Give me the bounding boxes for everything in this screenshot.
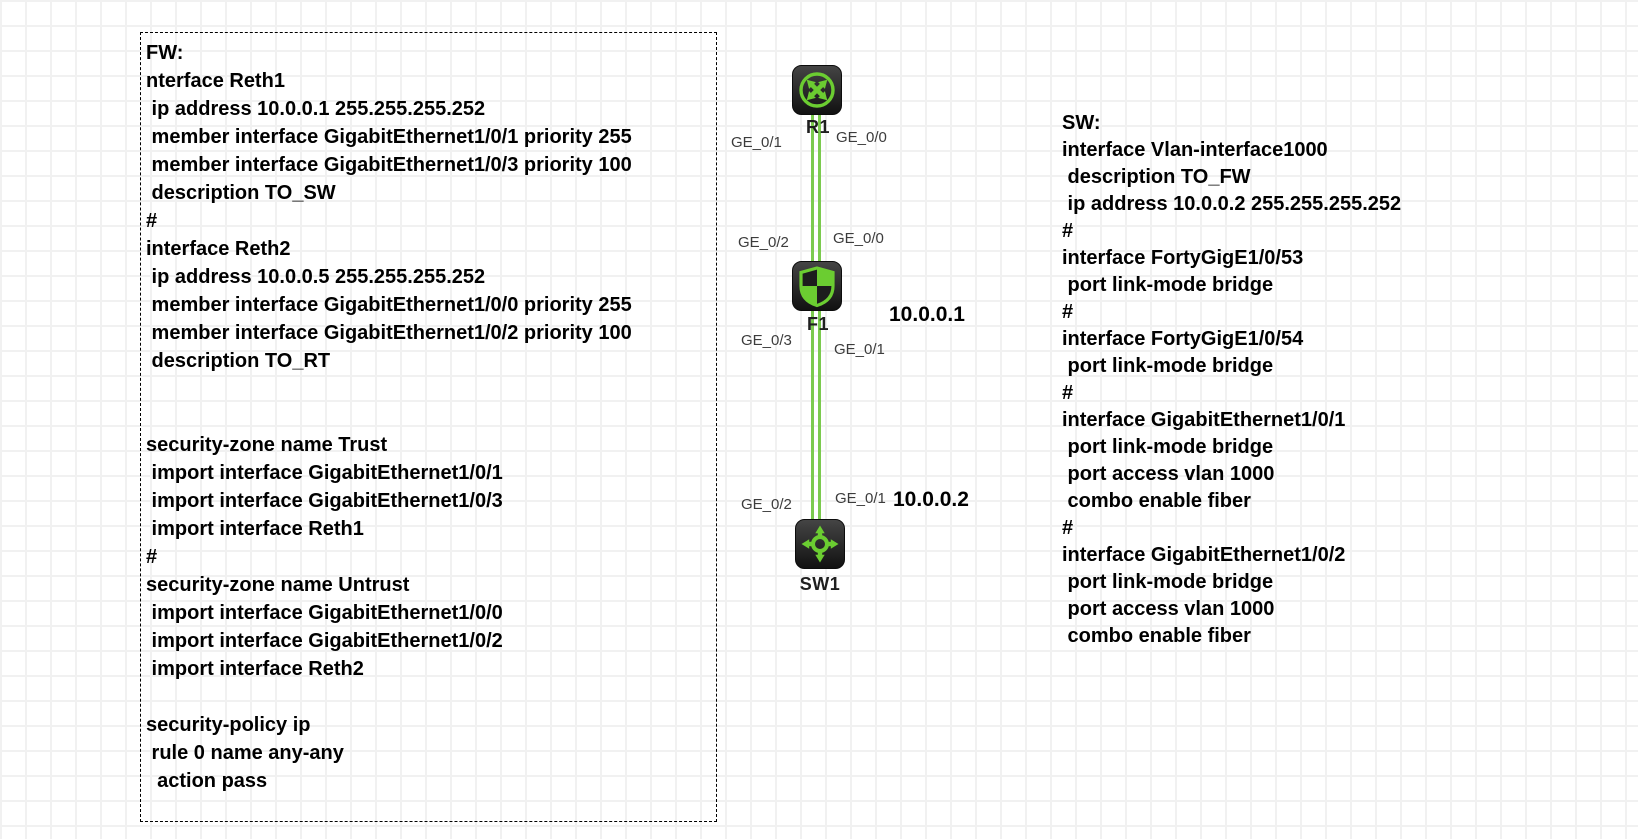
firewall-icon (792, 261, 842, 311)
link-f1-sw1-left[interactable] (811, 310, 814, 521)
ip-label-10-0-0-2[interactable]: 10.0.0.2 (893, 488, 969, 511)
node-label-sw1: SW1 (799, 574, 841, 594)
node-sw1[interactable] (795, 519, 845, 569)
node-label-r1: R1 (805, 117, 830, 137)
port-label-f1-bot-ge0-3: GE_0/3 (741, 332, 792, 349)
port-label-f1-top-ge0-2: GE_0/2 (738, 234, 789, 251)
router-icon (792, 65, 842, 115)
port-label-r1-ge0-0: GE_0/0 (836, 129, 887, 146)
port-label-r1-ge0-1: GE_0/1 (731, 134, 782, 151)
port-label-f1-bot-ge0-1: GE_0/1 (834, 341, 885, 358)
ip-label-10-0-0-1[interactable]: 10.0.0.1 (889, 303, 965, 326)
link-r1-f1-left[interactable] (811, 113, 814, 264)
port-label-sw1-ge0-2: GE_0/2 (741, 496, 792, 513)
sw-config-text[interactable]: SW: interface Vlan-interface1000 descrip… (1062, 112, 1402, 647)
node-label-f1: F1 (806, 314, 829, 334)
port-label-sw1-ge0-1: GE_0/1 (835, 490, 886, 507)
port-label-f1-top-ge0-0: GE_0/0 (833, 230, 884, 247)
link-r1-f1-right[interactable] (818, 113, 821, 264)
link-f1-sw1-right[interactable] (818, 310, 821, 521)
node-f1[interactable] (792, 261, 842, 311)
fw-config-box[interactable]: FW: nterface Reth1 ip address 10.0.0.1 2… (140, 32, 717, 822)
switch-icon (795, 519, 845, 569)
node-r1[interactable] (792, 65, 842, 115)
fw-config-text: FW: nterface Reth1 ip address 10.0.0.1 2… (146, 42, 632, 792)
